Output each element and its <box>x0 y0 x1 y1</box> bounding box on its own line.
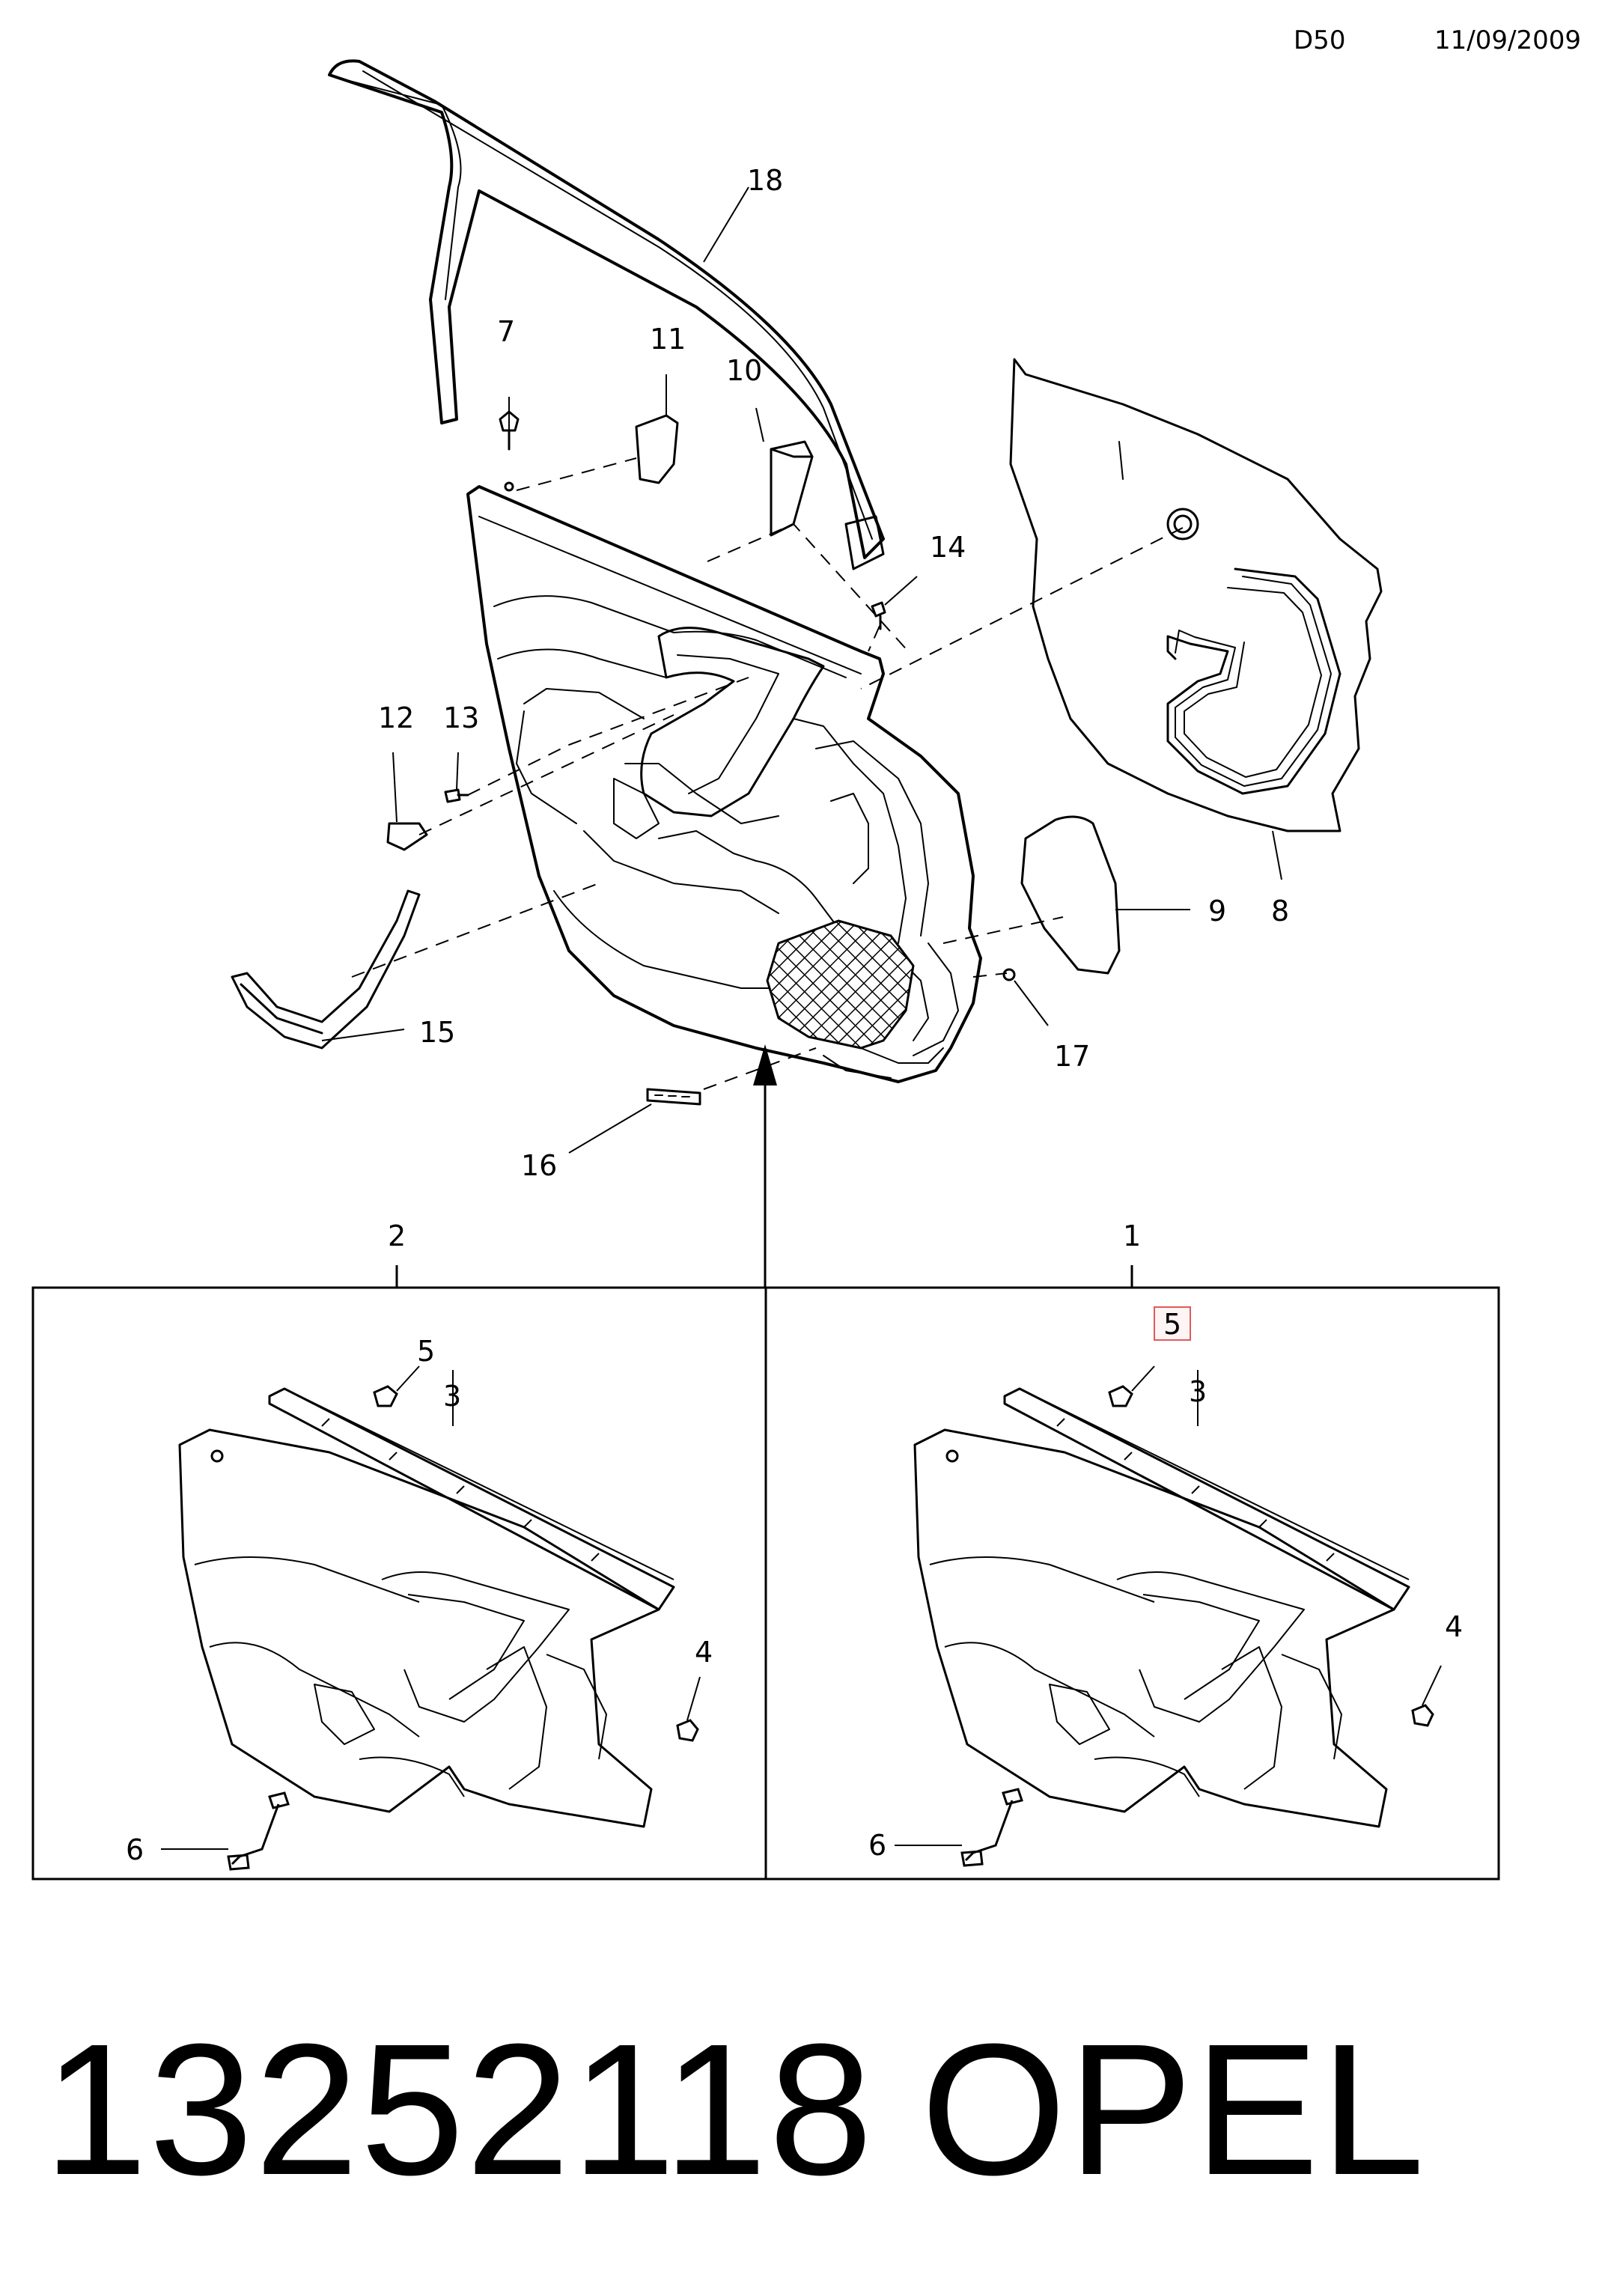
callout-14: 14 <box>930 531 966 564</box>
leader-5b <box>1131 1365 1155 1392</box>
callout-17: 17 <box>1054 1040 1090 1073</box>
leader-15 <box>321 1029 405 1041</box>
callout-16: 16 <box>521 1149 557 1182</box>
variant-2-clip-4 <box>676 1719 699 1742</box>
assembly-dash-lines <box>351 457 1184 1090</box>
callout-1: 1 <box>1123 1219 1141 1252</box>
callout-7: 7 <box>497 315 515 348</box>
trim-strip <box>231 889 421 1050</box>
small-cap <box>386 822 428 851</box>
screw-side <box>444 788 469 803</box>
callout-6a: 6 <box>126 1833 144 1866</box>
door-inner-sheet <box>1009 358 1383 832</box>
leader-13 <box>456 752 459 791</box>
assembly-arrow <box>753 1044 777 1288</box>
leader-17 <box>1014 980 1049 1026</box>
diagram-code: D50 <box>1294 25 1346 55</box>
variant-box-1 <box>764 1286 1500 1881</box>
highlight-box <box>1154 1306 1191 1341</box>
leader-14 <box>884 576 918 606</box>
parts-diagram: 18 7 11 10 14 12 13 9 8 15 17 16 2 1 5 3… <box>31 59 1500 1881</box>
leader-18 <box>703 186 749 263</box>
callout-15: 15 <box>419 1016 455 1049</box>
leader-5a <box>396 1365 420 1392</box>
callout-11: 11 <box>650 323 686 356</box>
leader-8 <box>1272 830 1282 880</box>
leader-12 <box>392 752 398 823</box>
callout-18: 18 <box>747 164 783 197</box>
leader-4a <box>686 1676 701 1721</box>
door-trim-panel <box>466 485 982 1083</box>
callout-3a: 3 <box>443 1380 461 1413</box>
variant-2-clip-5 <box>373 1385 398 1407</box>
callout-3b: 3 <box>1189 1375 1207 1408</box>
variant-box-2 <box>31 1286 767 1881</box>
screw-upper <box>871 601 886 630</box>
trim-piece <box>770 440 814 537</box>
variant-2-panel <box>178 1387 675 1828</box>
leader-10 <box>755 407 764 442</box>
window-frame-seal <box>328 59 885 570</box>
variant-1-harness-6 <box>964 1788 1023 1862</box>
foil-membrane <box>1020 815 1121 975</box>
variant-1-panel <box>913 1387 1410 1828</box>
leader-4b <box>1422 1665 1442 1706</box>
leader-16 <box>568 1103 652 1154</box>
round-clip <box>1002 968 1016 981</box>
variant-1-parts <box>960 1385 1434 1867</box>
brand-name: OPEL <box>921 2005 1426 2214</box>
variant-1-clip-4 <box>1411 1704 1434 1727</box>
variant-1-clip-5 <box>1108 1385 1133 1407</box>
variant-2-harness-6 <box>231 1791 290 1866</box>
callout-4b: 4 <box>1445 1610 1463 1643</box>
callout-5b: 5 <box>1163 1308 1181 1341</box>
variant-2-parts <box>227 1385 699 1871</box>
callout-2: 2 <box>388 1219 406 1252</box>
callout-13: 13 <box>443 701 479 734</box>
callout-9: 9 <box>1208 895 1226 928</box>
switch-block <box>646 1088 701 1106</box>
diagram-date: 11/09/2009 <box>1434 25 1581 55</box>
callout-12: 12 <box>378 701 414 734</box>
callout-10: 10 <box>726 354 762 387</box>
callout-8: 8 <box>1271 895 1289 928</box>
callout-4a: 4 <box>695 1636 713 1669</box>
callout-6b: 6 <box>868 1829 886 1862</box>
callout-5a: 5 <box>417 1335 435 1368</box>
part-number: 13252118 <box>43 2005 874 2214</box>
corner-cover <box>635 414 679 484</box>
